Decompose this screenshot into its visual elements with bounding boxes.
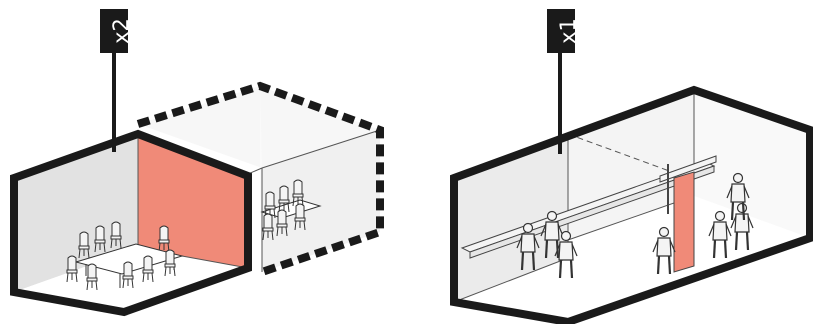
front-room-furniture — [66, 221, 184, 291]
left-unit: x2 — [10, 9, 384, 317]
multiplier-tag-left: x2 — [100, 9, 133, 152]
accent-partition — [673, 171, 695, 273]
multiplier-label-right: x1 — [556, 18, 580, 44]
multiplier-tag-right: x1 — [547, 9, 580, 154]
front-room-frame — [10, 129, 252, 317]
right-unit: x1 — [450, 9, 813, 324]
multiplier-label-left: x2 — [109, 18, 133, 44]
right-room-frame — [450, 85, 813, 324]
back-room-furniture — [260, 179, 322, 241]
back-room-dashed — [136, 81, 384, 276]
